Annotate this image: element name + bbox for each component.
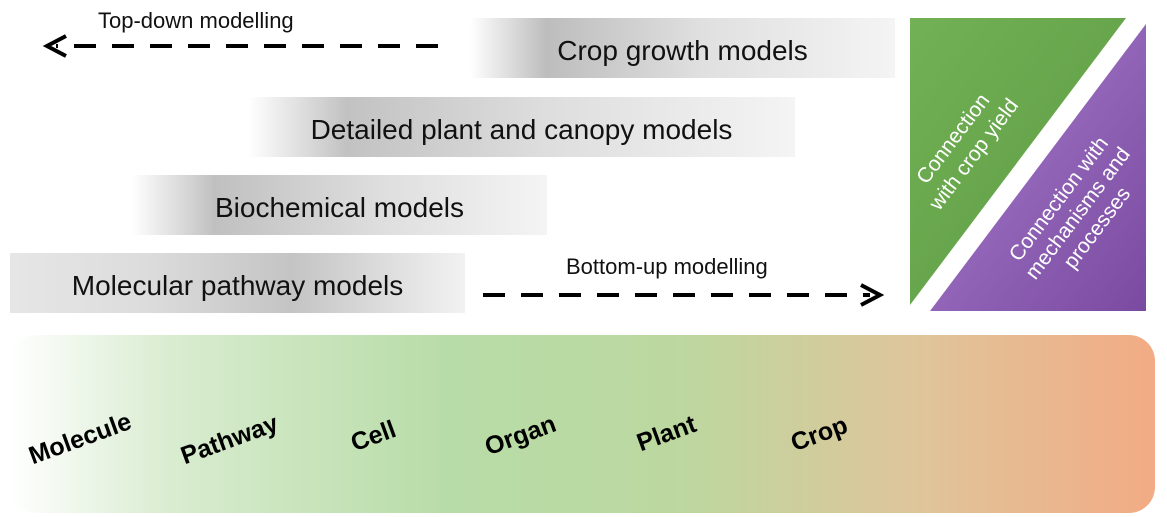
bottom-up-label: Bottom-up modelling	[566, 254, 768, 279]
crop-growth-models-band: Crop growth models	[470, 18, 895, 78]
molecular-pathway-models-label: Molecular pathway models	[71, 270, 404, 301]
biochemical-models-label: Biochemical models	[215, 192, 464, 223]
biological-scale-bar	[10, 335, 1155, 513]
plant-canopy-models-label: Detailed plant and canopy models	[310, 114, 733, 145]
top-down-arrow	[42, 34, 438, 58]
plant-canopy-models-band: Detailed plant and canopy models	[248, 97, 795, 157]
crop-growth-models-label: Crop growth models	[557, 35, 808, 66]
top-down-label: Top-down modelling	[98, 8, 294, 33]
molecular-pathway-models-band: Molecular pathway models	[10, 253, 465, 313]
mechanisms-triangle-text: Connection with mechanisms and processes	[1005, 132, 1135, 283]
biochemical-models-band: Biochemical models	[132, 175, 547, 235]
bottom-up-arrow	[483, 283, 885, 307]
mechanisms-triangle	[930, 24, 1146, 311]
crop-yield-triangle	[910, 18, 1126, 305]
